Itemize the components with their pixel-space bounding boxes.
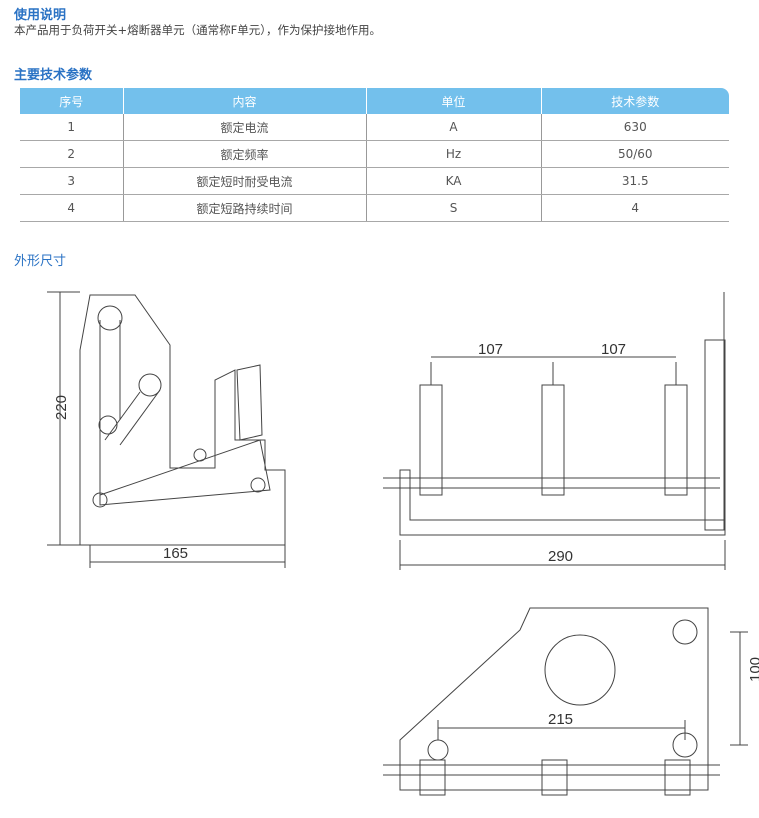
header-cell: 内容 xyxy=(122,88,366,114)
cell: 3 xyxy=(20,167,123,195)
cell: 1 xyxy=(20,114,123,141)
pitch-2-label: 107 xyxy=(601,341,626,358)
cell: 4 xyxy=(540,194,729,222)
cell: 50/60 xyxy=(540,140,729,168)
top-view-drawing: 215 100 xyxy=(383,607,759,796)
cell: A xyxy=(365,114,541,141)
specs-title: 主要技术参数 xyxy=(14,68,93,83)
dimensions-title: 外形尺寸 xyxy=(14,254,67,269)
cell: S xyxy=(365,194,541,222)
cell: 630 xyxy=(540,114,729,141)
side-width-label: 165 xyxy=(163,545,188,562)
top-height-label: 100 xyxy=(747,657,759,682)
usage-title: 使用说明 xyxy=(14,8,67,23)
cell: 额定短路持续时间 xyxy=(122,194,366,222)
cell: 2 xyxy=(20,140,123,168)
side-height-label: 220 xyxy=(53,395,70,420)
header-cell: 序号 xyxy=(20,88,123,114)
header-cell: 技术参数 xyxy=(540,88,729,114)
header-cell: 单位 xyxy=(365,88,541,114)
cell: KA xyxy=(365,167,541,195)
cell: 4 xyxy=(20,194,123,222)
cell: 额定频率 xyxy=(122,140,366,168)
cell: 额定短时耐受电流 xyxy=(122,167,366,195)
table-header: 序号 内容 单位 技术参数 xyxy=(20,88,729,114)
front-width-label: 290 xyxy=(548,548,573,565)
usage-text: 本产品用于负荷开关+熔断器单元（通常称F单元），作为保护接地作用。 xyxy=(14,23,381,37)
pitch-1-label: 107 xyxy=(478,341,503,358)
side-view-drawing: 220 165 xyxy=(47,291,286,568)
cell: 额定电流 xyxy=(122,114,366,141)
front-view-drawing: 107 107 290 xyxy=(383,292,726,570)
top-span-label: 215 xyxy=(548,711,573,728)
cell: Hz xyxy=(365,140,541,168)
cell: 31.5 xyxy=(540,167,729,195)
